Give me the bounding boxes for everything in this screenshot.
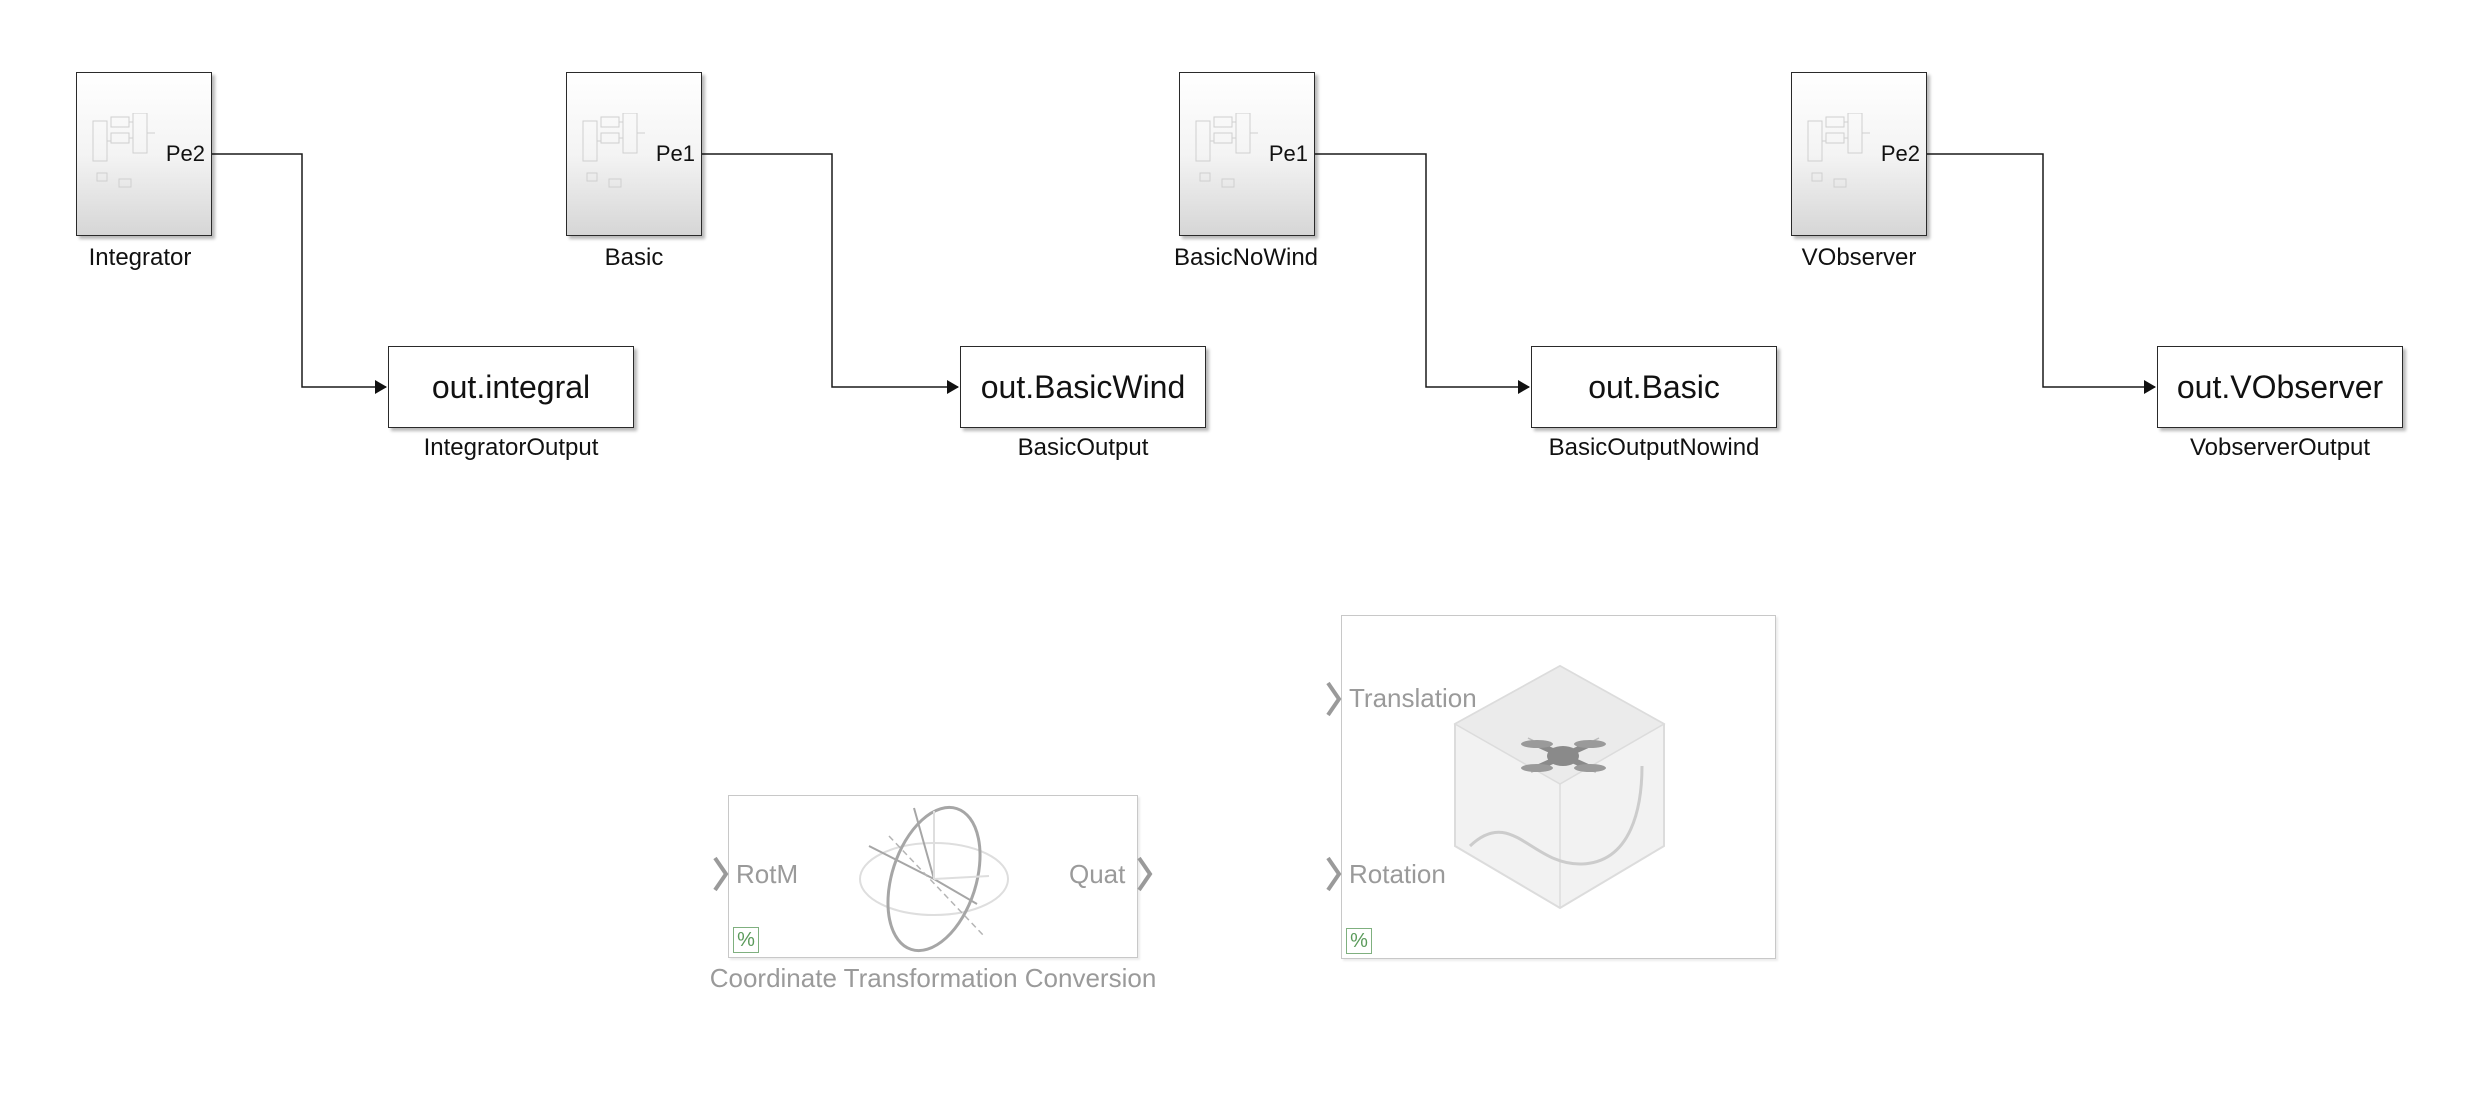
subsystem-block-integrator[interactable]: Pe2 [76, 72, 212, 236]
subsystem-port-label: Pe1 [655, 141, 695, 166]
to-workspace-block-integrator[interactable]: out.integral [388, 346, 634, 428]
subsystem-thumbnail-icon [1195, 113, 1258, 188]
subsystem-block-basicnowind[interactable]: Pe1 [1179, 72, 1315, 236]
translation-input-port-icon [1326, 681, 1342, 717]
library-link-badge: % [1346, 928, 1372, 954]
coordinate-transformation-label[interactable]: Coordinate Transformation Conversion [709, 963, 1157, 993]
subsystem-thumbnail-icon [92, 113, 155, 188]
output-label-vobserver[interactable]: VobserverOutput [2189, 434, 2371, 461]
rotm-input-port-icon [713, 856, 729, 892]
subsystem-thumbnail-icon [582, 113, 645, 188]
subsystem-thumbnail-icon [1807, 113, 1870, 188]
subsystem-label-basic[interactable]: Basic [604, 244, 664, 271]
signal-line-vobserver[interactable] [1926, 153, 2156, 394]
signal-line-integrator[interactable] [211, 153, 387, 394]
subsystem-block-vobserver[interactable]: Pe2 [1791, 72, 1927, 236]
rotation-input-port-icon [1326, 856, 1342, 892]
uav-3d-vehicle-block[interactable]: % [1341, 615, 1776, 959]
subsystem-port-label: Pe1 [1268, 141, 1308, 166]
quadcopter-scene-icon [1453, 664, 1666, 910]
subsystem-block-basic[interactable]: Pe1 [566, 72, 702, 236]
subsystem-label-integrator[interactable]: Integrator [88, 244, 192, 271]
to-workspace-block-basicnowind[interactable]: out.Basic [1531, 346, 1777, 428]
subsystem-port-label: Pe2 [1880, 141, 1920, 166]
output-label-basicnowind[interactable]: BasicOutputNowind [1548, 434, 1760, 461]
quat-port-label: Quat [1069, 859, 1126, 889]
signal-line-basic[interactable] [701, 153, 959, 394]
to-workspace-block-basic[interactable]: out.BasicWind [960, 346, 1206, 428]
signal-line-basicnowind[interactable] [1314, 153, 1530, 394]
rotation-port-label: Rotation [1349, 859, 1446, 889]
quat-output-port-icon [1137, 856, 1153, 892]
subsystem-label-basicnowind[interactable]: BasicNoWind [1173, 244, 1319, 271]
rotation-ellipsoid-icon [859, 805, 1009, 953]
subsystem-label-vobserver[interactable]: VObserver [1801, 244, 1917, 271]
coordinate-transformation-block[interactable]: % [728, 795, 1138, 958]
translation-port-label: Translation [1349, 683, 1477, 713]
subsystem-port-label: Pe2 [165, 141, 205, 166]
rotm-port-label: RotM [736, 859, 799, 889]
output-label-integrator[interactable]: IntegratorOutput [423, 434, 599, 461]
to-workspace-block-vobserver[interactable]: out.VObserver [2157, 346, 2403, 428]
library-link-badge: % [733, 927, 759, 953]
output-label-basic[interactable]: BasicOutput [1017, 434, 1149, 461]
